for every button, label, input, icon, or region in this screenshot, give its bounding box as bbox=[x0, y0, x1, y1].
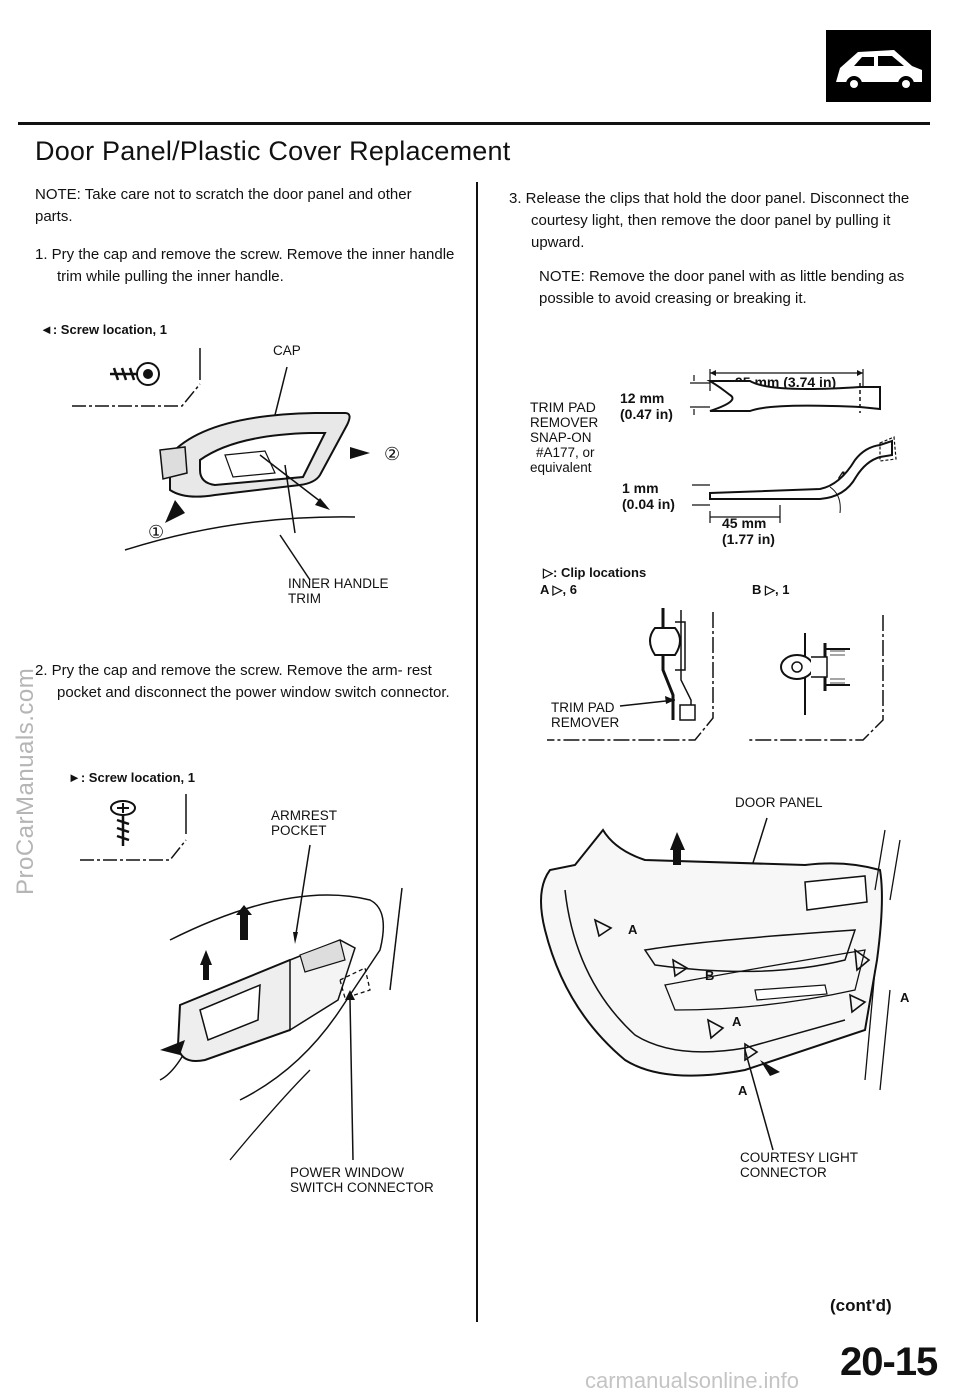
clip-a-label-3: A bbox=[900, 990, 910, 1005]
screw-location-caption-2: ►: Screw location, 1 bbox=[68, 770, 196, 785]
side-watermark: ProCarManuals.com bbox=[12, 667, 39, 895]
column-divider bbox=[476, 182, 478, 1322]
inner-handle-trim-line2: TRIM bbox=[288, 591, 321, 606]
trim-pad-remover-drawing bbox=[690, 369, 897, 523]
tool-line5: equivalent bbox=[530, 460, 592, 475]
car-silhouette-icon bbox=[826, 30, 931, 102]
dim-45mm-a: 45 mm bbox=[722, 515, 767, 531]
tool-label: TRIM PAD REMOVER SNAP-ON #A177, or equiv… bbox=[530, 399, 599, 476]
armrest-line2: POCKET bbox=[271, 823, 327, 838]
door-panel-label: DOOR PANEL bbox=[735, 795, 823, 810]
tool-line3: SNAP-ON bbox=[530, 430, 592, 445]
step-number-2: ② bbox=[384, 444, 401, 464]
clip-remover-line2: REMOVER bbox=[551, 715, 620, 730]
dim-12mm-a: 12 mm bbox=[620, 390, 665, 406]
continued-label: (cont'd) bbox=[830, 1296, 892, 1315]
clip-b-label: B bbox=[705, 968, 715, 983]
courtesy-line2: CONNECTOR bbox=[740, 1165, 827, 1180]
footer-watermark-url: carmanualsonline.info bbox=[585, 1368, 800, 1393]
armrest-pocket-illustration bbox=[159, 844, 403, 1161]
courtesy-light-connector-label: COURTESY LIGHT CONNECTOR bbox=[740, 1150, 858, 1180]
clip-b-detail bbox=[747, 615, 884, 741]
courtesy-line1: COURTESY LIGHT bbox=[740, 1150, 859, 1165]
armrest-pocket-label: ARMREST POCKET bbox=[271, 808, 337, 838]
dim-45mm: 45 mm (1.77 in) bbox=[722, 515, 775, 547]
conn-line2: SWITCH CONNECTOR bbox=[290, 1180, 434, 1195]
dim-1mm: 1 mm (0.04 in) bbox=[622, 480, 675, 512]
clip-locations-caption: ▷: Clip locations bbox=[543, 565, 647, 580]
dim-45mm-b: (1.77 in) bbox=[722, 531, 775, 547]
cap-label: CAP bbox=[273, 343, 301, 358]
tool-line2: REMOVER bbox=[530, 415, 599, 430]
clip-remover-label: TRIM PAD REMOVER bbox=[551, 700, 619, 730]
screw-detail-1 bbox=[72, 348, 201, 407]
clip-a-detail bbox=[547, 608, 714, 741]
clip-a-caption: A ▷, 6 bbox=[540, 582, 577, 597]
clip-remover-line1: TRIM PAD bbox=[551, 700, 615, 715]
conn-line1: POWER WINDOW bbox=[290, 1165, 404, 1180]
clip-a-label-2: A bbox=[732, 1014, 742, 1029]
note-text: NOTE: Take care not to scratch the door … bbox=[35, 186, 412, 225]
clip-b-caption: B ▷, 1 bbox=[752, 582, 790, 597]
dim-1mm-b: (0.04 in) bbox=[622, 496, 675, 512]
step-number-1: ① bbox=[148, 522, 165, 542]
page-title: Door Panel/Plastic Cover Replacement bbox=[35, 136, 511, 166]
dim-1mm-a: 1 mm bbox=[622, 480, 659, 496]
power-window-connector-label: POWER WINDOW SWITCH CONNECTOR bbox=[290, 1165, 434, 1195]
clip-a-label-1: A bbox=[628, 922, 638, 937]
tool-line4: #A177, or bbox=[536, 445, 595, 460]
door-panel-illustration bbox=[540, 817, 901, 1151]
screw-detail-2 bbox=[80, 794, 187, 861]
step-3-text: 3. Release the clips that hold the door … bbox=[509, 190, 910, 251]
tool-line1: TRIM PAD bbox=[530, 399, 596, 415]
header-rule bbox=[18, 122, 930, 125]
page-number: 20-15 bbox=[840, 1340, 938, 1384]
step-2-text: 2. Pry the cap and remove the screw. Rem… bbox=[35, 662, 450, 701]
armrest-line1: ARMREST bbox=[271, 808, 338, 823]
inner-handle-trim-line1: INNER HANDLE bbox=[288, 576, 389, 591]
screw-location-caption-1: ◄: Screw location, 1 bbox=[40, 322, 168, 337]
inner-handle-trim-label: INNER HANDLE TRIM bbox=[288, 576, 389, 606]
right-note-text: NOTE: Remove the door panel with as litt… bbox=[539, 268, 905, 307]
clip-a-label-4: A bbox=[738, 1083, 748, 1098]
dim-12mm: 12 mm (0.47 in) bbox=[620, 390, 673, 422]
dim-12mm-b: (0.47 in) bbox=[620, 406, 673, 422]
step-1-text: 1. Pry the cap and remove the screw. Rem… bbox=[35, 246, 455, 285]
inner-handle-illustration bbox=[124, 366, 370, 581]
